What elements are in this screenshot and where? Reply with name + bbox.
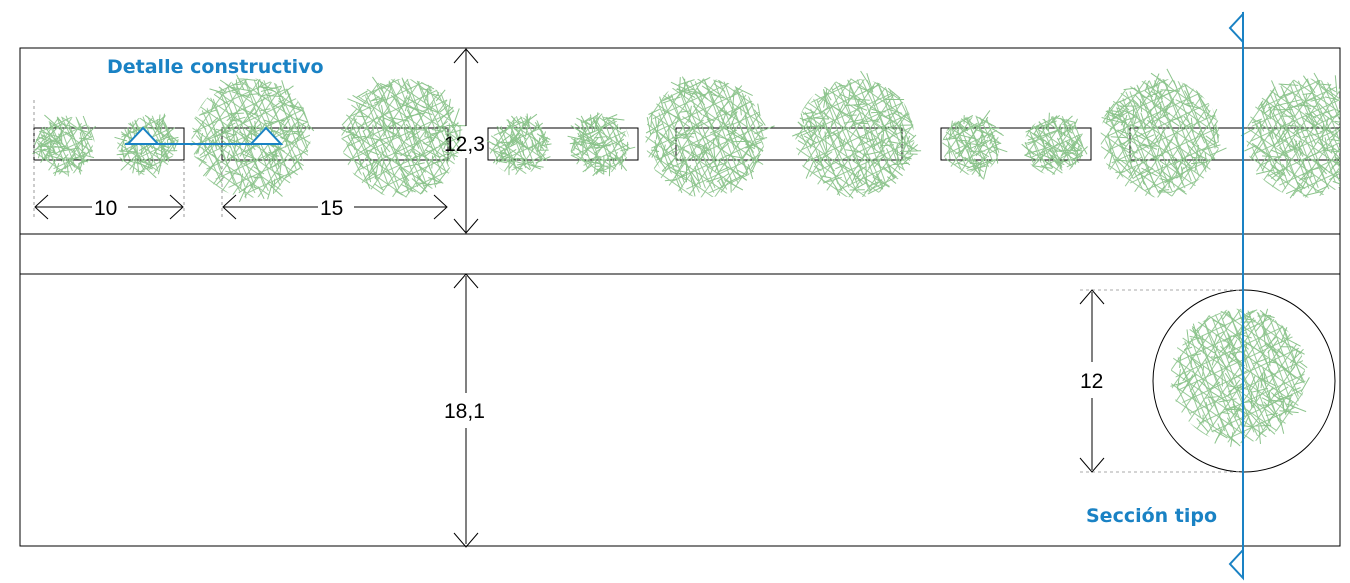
- dimension-large-spacing: [221, 160, 448, 220]
- detail-label: Detalle constructivo: [107, 56, 324, 78]
- dimension-lower-height-label: 18,1: [444, 400, 485, 423]
- dimension-small-spacing: [33, 100, 185, 220]
- dimension-lower-height: [453, 273, 479, 548]
- tree-canopy: [341, 76, 467, 198]
- tree-pit: [940, 127, 1092, 161]
- dimension-upper-height-label: 12,3: [444, 133, 485, 156]
- tree-pit: [487, 127, 639, 161]
- tree-canopies: [32, 68, 1340, 447]
- tree-canopy: [486, 113, 552, 176]
- tree-canopy: [190, 74, 315, 203]
- tree-canopy: [1170, 308, 1310, 447]
- section-label: Sección tipo: [1086, 505, 1217, 527]
- detail-marker: [125, 126, 284, 145]
- tree-canopy: [942, 110, 1008, 180]
- section-cut-marker-top: [1228, 11, 1244, 45]
- tree-canopy: [114, 113, 179, 179]
- tree-canopy: [645, 76, 775, 198]
- dimension-tree-diameter: [1079, 289, 1244, 473]
- tree-canopy: [32, 114, 96, 177]
- detail-marker-triangle-left: [125, 126, 161, 145]
- tree-canopy: [792, 70, 922, 199]
- sidewalk-band: [19, 233, 1341, 275]
- detail-marker-triangle-right: [248, 126, 284, 145]
- section-cut-marker-bottom: [1228, 547, 1244, 581]
- tree-canopy: [1021, 112, 1088, 175]
- tree-canopy: [567, 112, 636, 177]
- roadway-band: [19, 273, 1341, 547]
- dimension-upper-height: [453, 48, 479, 234]
- dimension-small-spacing-label: 10: [94, 197, 117, 220]
- dimension-large-spacing-label: 15: [320, 197, 343, 220]
- tree-canopy: [1240, 72, 1340, 199]
- dimension-tree-diameter-label: 12: [1080, 370, 1103, 393]
- tree-canopy: [1100, 68, 1227, 198]
- section-cut-line: [1228, 11, 1244, 581]
